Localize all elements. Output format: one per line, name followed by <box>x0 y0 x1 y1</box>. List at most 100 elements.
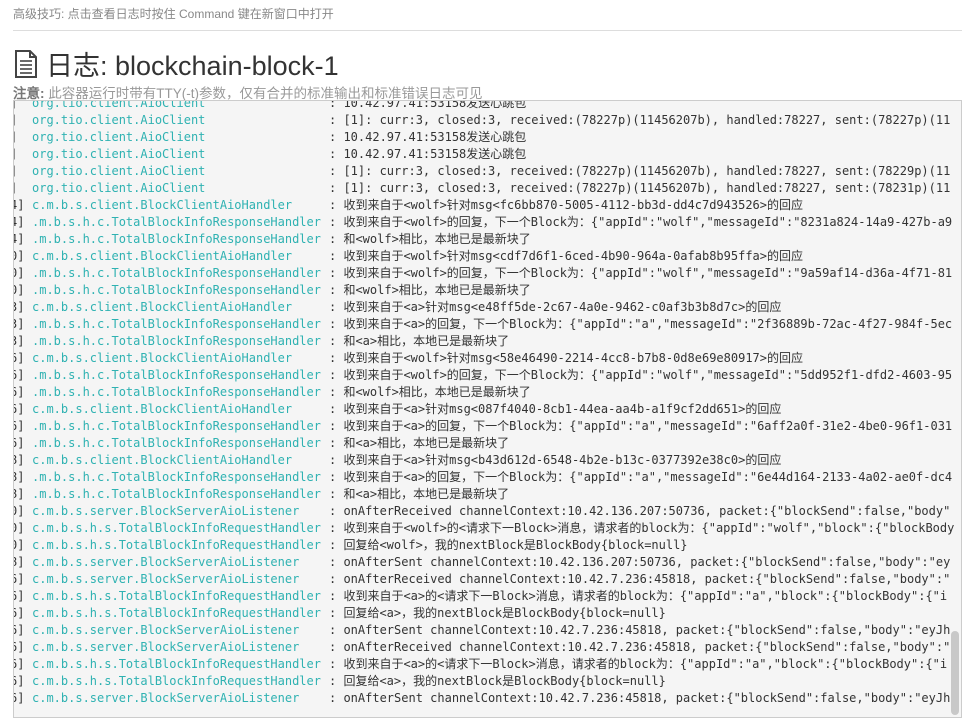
log-line: 6] .m.b.s.h.c.TotalBlockInfoResponseHandl… <box>14 435 954 452</box>
log-thread-suffix: 3] <box>14 317 25 331</box>
log-thread-suffix: 8] <box>14 487 25 501</box>
page-title: 日志: blockchain-block-1 <box>14 44 339 83</box>
log-message: : onAfterReceived channelContext:10.42.7… <box>329 572 951 586</box>
log-line: 6] c.m.b.s.server.BlockServerAioListener:… <box>14 571 954 588</box>
log-thread-suffix: 6] <box>14 572 25 586</box>
log-thread-suffix: 4] <box>14 198 25 212</box>
log-message: : [1]: curr:3, closed:3, received:(78227… <box>329 113 951 127</box>
log-class: c.m.b.s.client.BlockClientAioHandler <box>32 300 293 314</box>
log-message: : 收到来自于<a>的回复，下一个Block为：{"appId":"a","me… <box>329 419 953 433</box>
note-label: 注意: <box>13 86 45 101</box>
log-class: .m.b.s.h.c.TotalBlockInfoResponseHandler <box>32 232 321 246</box>
log-class: org.tio.client.AioClient <box>32 147 206 161</box>
log-message: : 和<a>相比，本地已是最新块了 <box>329 334 510 348</box>
log-line: 3] c.m.b.s.client.BlockClientAioHandler : … <box>14 299 954 316</box>
log-line: ]org.tio.client.AioClient: [1]: curr:3, … <box>14 112 954 129</box>
log-line: 0]c.m.b.s.client.BlockClientAioHandler: … <box>14 248 954 265</box>
log-class: c.m.b.s.client.BlockClientAioHandler <box>32 249 293 263</box>
log-line: 3] .m.b.s.h.c.TotalBlockInfoResponseHandl… <box>14 316 954 333</box>
log-class: c.m.b.s.server.BlockServerAioListener <box>32 572 300 586</box>
log-line: 6]c.m.b.s.server.BlockServerAioListener:… <box>14 639 954 656</box>
log-message: : 和<wolf>相比，本地已是最新块了 <box>329 283 531 297</box>
log-class: .m.b.s.h.c.TotalBlockInfoResponseHandler <box>32 419 321 433</box>
log-line: 6]c.m.b.s.h.s.TotalBlockInfoRequestHandl… <box>14 673 954 690</box>
log-class: c.m.b.s.client.BlockClientAioHandler <box>32 453 293 467</box>
log-thread-suffix: ] <box>14 163 32 180</box>
log-message: : 和<a>相比，本地已是最新块了 <box>329 436 510 450</box>
log-message: : 收到来自于<wolf>的回复，下一个Block为：{"appId":"wol… <box>329 266 953 280</box>
log-message: : 收到来自于<a>针对msg<b43d612d-6548-4b2e-b13c-… <box>329 453 782 467</box>
log-thread-suffix: ] <box>14 180 32 197</box>
log-class: c.m.b.s.server.BlockServerAioListener <box>32 504 300 518</box>
log-thread-suffix: 6] <box>14 419 25 433</box>
log-message: : 和<wolf>相比，本地已是最新块了 <box>329 232 531 246</box>
log-class: .m.b.s.h.c.TotalBlockInfoResponseHandler <box>32 368 321 382</box>
log-class: .m.b.s.h.c.TotalBlockInfoResponseHandler <box>32 266 321 280</box>
log-line: 6] .m.b.s.h.c.TotalBlockInfoResponseHandl… <box>14 367 954 384</box>
log-thread-suffix: 3] <box>14 300 25 314</box>
log-thread-suffix: 8] <box>14 555 25 569</box>
log-thread-suffix: 0] <box>14 521 25 535</box>
log-line: 8] .m.b.s.h.c.TotalBlockInfoResponseHandl… <box>14 469 954 486</box>
log-thread-suffix: 6] <box>14 640 25 654</box>
log-line: 6]c.m.b.s.server.BlockServerAioListener:… <box>14 690 954 707</box>
log-class: c.m.b.s.h.s.TotalBlockInfoRequestHandler <box>32 521 321 535</box>
log-message: : 收到来自于<wolf>的回复，下一个Block为：{"appId":"wol… <box>329 215 953 229</box>
log-class: .m.b.s.h.c.TotalBlockInfoResponseHandler <box>32 317 321 331</box>
log-thread-suffix: 6] <box>14 691 25 705</box>
log-thread-suffix: ] <box>14 101 32 112</box>
log-thread-suffix: 3] <box>14 334 25 348</box>
log-class: c.m.b.s.h.s.TotalBlockInfoRequestHandler <box>32 538 321 552</box>
divider <box>13 30 962 31</box>
log-line: 6] c.m.b.s.h.s.TotalBlockInfoRequestHandl… <box>14 656 954 673</box>
log-line: 6]c.m.b.s.server.BlockServerAioListener:… <box>14 622 954 639</box>
log-thread-suffix: 6] <box>14 368 25 382</box>
log-line: 6] .m.b.s.h.c.TotalBlockInfoResponseHandl… <box>14 418 954 435</box>
log-thread-suffix: 6] <box>14 623 25 637</box>
log-message: : 和<wolf>相比，本地已是最新块了 <box>329 385 531 399</box>
log-class: .m.b.s.h.c.TotalBlockInfoResponseHandler <box>32 334 321 348</box>
log-message: : 收到来自于<wolf>的回复，下一个Block为：{"appId":"wol… <box>329 368 953 382</box>
log-message: : 收到来自于<wolf>针对msg<cdf7d6f1-6ced-4b90-96… <box>329 249 804 263</box>
log-thread-suffix: 8] <box>14 470 25 484</box>
log-message: : 收到来自于<a>的<请求下一Block>消息，请求者的block为：{"ap… <box>329 589 948 603</box>
log-class: org.tio.client.AioClient <box>32 100 206 110</box>
log-message: : 收到来自于<a>的回复，下一个Block为：{"appId":"a","me… <box>329 317 953 331</box>
log-thread-suffix: 6] <box>14 436 25 450</box>
log-line: 0] c.m.b.s.h.s.TotalBlockInfoRequestHandl… <box>14 537 954 554</box>
log-line: 0].m.b.s.h.c.TotalBlockInfoResponseHandl… <box>14 282 954 299</box>
log-thread-suffix: 0] <box>14 538 25 552</box>
log-message: : 回复给<a>，我的nextBlock是BlockBody{block=nul… <box>329 606 666 620</box>
log-thread-suffix: 6] <box>14 657 25 671</box>
log-viewer[interactable]: ]org.tio.client.AioClient: 10.42.97.41:5… <box>13 100 962 718</box>
log-class: .m.b.s.h.c.TotalBlockInfoResponseHandler <box>32 436 321 450</box>
log-line: 6]c.m.b.s.h.s.TotalBlockInfoRequestHandl… <box>14 588 954 605</box>
log-message: : 收到来自于<a>针对msg<e48ff5de-2c67-4a0e-9462-… <box>329 300 782 314</box>
log-message: : [1]: curr:3, closed:3, received:(78227… <box>329 181 951 195</box>
scrollbar-thumb[interactable] <box>951 631 959 715</box>
log-class: .m.b.s.h.c.TotalBlockInfoResponseHandler <box>32 487 321 501</box>
log-thread-suffix: 6] <box>14 385 25 399</box>
log-class: .m.b.s.h.c.TotalBlockInfoResponseHandler <box>32 470 321 484</box>
log-line: 6]c.m.b.s.h.s.TotalBlockInfoRequestHandl… <box>14 605 954 622</box>
log-thread-suffix: 6] <box>14 606 25 620</box>
log-class: c.m.b.s.h.s.TotalBlockInfoRequestHandler <box>32 674 321 688</box>
log-message: : 10.42.97.41:53158发送心跳包 <box>329 130 527 144</box>
log-thread-suffix: 6] <box>14 589 25 603</box>
log-line: 0] c.m.b.s.h.s.TotalBlockInfoRequestHandl… <box>14 520 954 537</box>
log-message: : onAfterSent channelContext:10.42.136.2… <box>329 555 951 569</box>
log-line: 3] .m.b.s.h.c.TotalBlockInfoResponseHandl… <box>14 333 954 350</box>
log-thread-suffix: 0] <box>14 504 25 518</box>
log-class: c.m.b.s.server.BlockServerAioListener <box>32 555 300 569</box>
log-line: 8] .m.b.s.h.c.TotalBlockInfoResponseHandl… <box>14 486 954 503</box>
log-message: : 10.42.97.41:53158发送心跳包 <box>329 147 527 161</box>
log-class: c.m.b.s.server.BlockServerAioListener <box>32 623 300 637</box>
log-class: org.tio.client.AioClient <box>32 164 206 178</box>
log-message: : 收到来自于<a>的回复，下一个Block为：{"appId":"a","me… <box>329 470 953 484</box>
log-message: : 回复给<wolf>，我的nextBlock是BlockBody{block=… <box>329 538 688 552</box>
log-thread-suffix: 0] <box>14 283 25 297</box>
log-thread-suffix: ] <box>14 146 32 163</box>
log-class: c.m.b.s.h.s.TotalBlockInfoRequestHandler <box>32 657 321 671</box>
log-thread-suffix: 8] <box>14 453 25 467</box>
log-line: 0].m.b.s.h.c.TotalBlockInfoResponseHandl… <box>14 265 954 282</box>
